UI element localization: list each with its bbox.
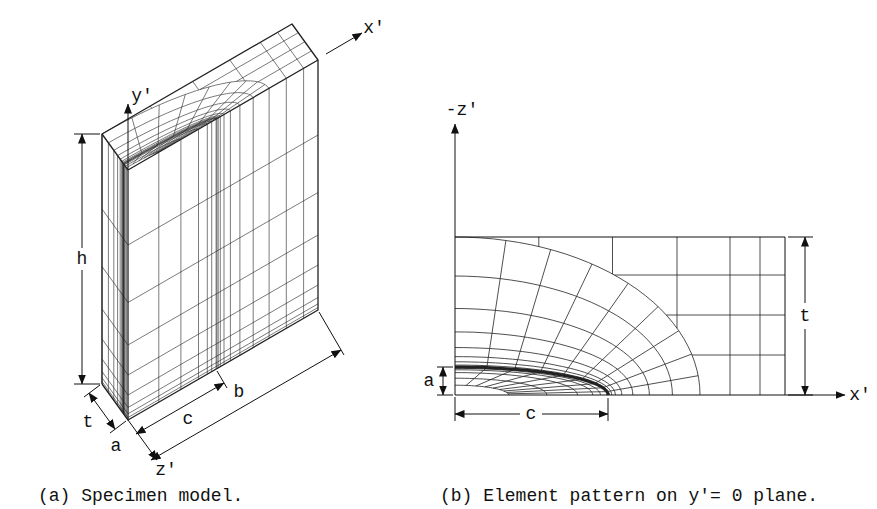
mesh-line [493,283,628,388]
mesh-line [216,119,217,369]
mesh-line [455,276,672,395]
mesh-line [455,237,700,395]
mesh-line [113,150,114,400]
dimension-label: t [83,412,94,432]
mesh-line [200,33,298,90]
mesh-line [102,265,318,375]
mesh-line [455,365,609,395]
mesh-line [158,152,159,402]
element-pattern [455,237,785,395]
mesh-line [123,119,216,164]
mesh-line [666,315,785,316]
mesh-line [121,161,122,411]
specimen-mesh [102,24,318,420]
mesh-line [128,60,318,420]
mesh-line [123,164,124,414]
mesh-line [102,308,318,418]
mesh-line [108,143,109,393]
mesh-line [120,159,121,409]
mesh-line [216,119,217,369]
axis-label: y' [131,86,153,106]
mesh-line [149,87,210,156]
mesh-line [102,193,318,303]
mesh-line [102,134,128,170]
mesh-line [207,124,208,374]
mesh-line [303,68,304,318]
mesh-line [730,237,731,395]
mesh-line [102,304,318,414]
mesh-line [122,162,123,412]
dimension-label: c [183,409,194,429]
mesh-line [102,81,269,134]
dimension-label: a [111,436,122,456]
mesh-line [677,237,678,328]
mesh-line [193,82,199,90]
caption: (b) Element pattern on y'= 0 plane. [440,486,818,506]
mesh-line [614,275,785,276]
axis-label: z' [155,460,177,480]
mesh-line [455,357,615,395]
mesh-line [538,237,539,247]
mesh-line [198,129,199,379]
dimension-lines [74,33,845,460]
mesh-line [211,122,212,372]
mesh-line [102,24,318,420]
mesh-line [220,117,221,367]
mesh-line [253,98,254,348]
mesh-line [132,118,142,164]
dimension-label: c [526,404,537,424]
axis-label: -z' [446,100,478,120]
dimension-label: h [77,249,88,269]
caption: (a) Specimen model. [38,486,243,506]
mesh-line [455,367,608,395]
mesh-line [125,166,126,416]
mesh-line [102,135,318,245]
mesh-line [123,164,124,414]
mesh-line [102,285,318,395]
mesh-line [230,111,231,361]
axis-label: x' [849,385,871,405]
mesh-line [180,139,181,389]
axis-label: x' [363,18,385,38]
mesh-line [760,237,761,395]
mesh-line [114,102,240,150]
dimension-label: b [234,382,245,402]
mesh-line [224,114,225,364]
mesh-line [124,165,125,415]
mesh-line [237,42,305,82]
mesh-line [123,163,124,413]
mesh-line [126,168,127,418]
mesh-line [612,237,613,274]
mesh-line [692,355,785,356]
mesh-line [466,241,506,386]
mesh-line [118,109,231,156]
dimension-label: a [424,371,435,391]
mesh-line [239,105,240,355]
mesh-line [123,164,124,414]
mesh-line [218,118,219,368]
mesh-line [286,78,287,328]
mesh-line [269,88,270,338]
mesh-line [455,332,633,395]
dimension-label: t [800,306,811,326]
mesh-line [117,156,118,406]
